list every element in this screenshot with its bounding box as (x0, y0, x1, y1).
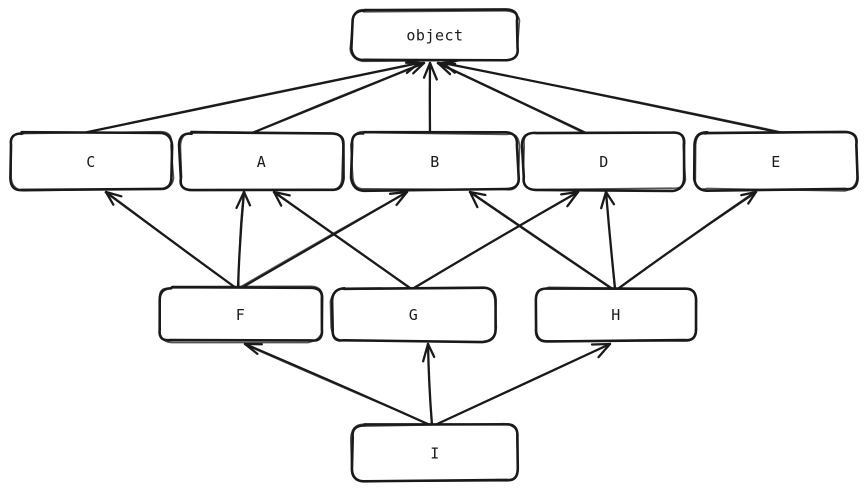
edge-F-to-A (235, 190, 252, 290)
edge-stroke-sketch (428, 62, 431, 134)
edge-G-to-A (272, 190, 412, 290)
arrowhead-stroke (272, 190, 283, 207)
edge-stroke-sketch (273, 191, 410, 288)
node-label-C: C (86, 153, 96, 171)
edge-H-to-B (468, 190, 613, 290)
node-object[interactable]: object (349, 8, 521, 63)
arrowhead-stroke (104, 190, 115, 206)
edge-H-to-D (600, 190, 617, 290)
edge-I-to-H (433, 342, 612, 427)
node-box-sketch (9, 130, 175, 192)
edge-stroke-sketch (470, 191, 612, 288)
node-A[interactable]: A (177, 130, 345, 192)
edge-stroke-sketch (83, 61, 421, 134)
arrowhead-stroke (560, 190, 580, 196)
edge-stroke-sketch (433, 343, 611, 426)
arrowhead-stroke (428, 61, 438, 81)
node-box-sketch (535, 286, 698, 342)
edge-D-to-object (436, 61, 588, 135)
edge-F-to-C (104, 190, 238, 290)
node-box-sketch (349, 130, 521, 191)
arrowhead-stroke (243, 342, 259, 355)
node-box (158, 285, 324, 342)
node-label-E: E (771, 153, 781, 171)
edge-stroke-sketch (239, 191, 407, 288)
node-box-sketch (694, 131, 858, 192)
node-label-object: object (406, 27, 463, 45)
edge-stroke (468, 190, 613, 290)
node-label-H: H (611, 306, 621, 324)
node-box-sketch (349, 8, 521, 63)
arrowhead-stroke (235, 190, 246, 210)
node-G[interactable]: G (329, 286, 498, 344)
node-H[interactable]: H (534, 286, 698, 343)
arrowhead-stroke (426, 342, 436, 359)
node-box-sketch (158, 285, 324, 344)
arrowhead-stroke (604, 190, 616, 206)
arrowhead-stroke (468, 190, 479, 209)
edge-stroke (81, 61, 421, 135)
edge-stroke-sketch (436, 63, 586, 135)
node-D[interactable]: D (520, 131, 687, 193)
edge-stroke-sketch (104, 191, 237, 289)
arrowhead-stroke (272, 190, 291, 197)
node-label-B: B (430, 153, 440, 171)
node-label-F: F (236, 306, 246, 324)
arrowhead-stroke (436, 61, 452, 76)
arrowhead-stroke (422, 61, 432, 79)
edge-G-to-D (412, 190, 580, 290)
arrowhead-stroke (412, 61, 426, 75)
edge-H-to-E (617, 190, 758, 290)
node-label-A: A (257, 153, 267, 171)
node-I[interactable]: I (349, 422, 520, 483)
node-label-I: I (430, 445, 440, 463)
edge-F-to-B (239, 190, 409, 290)
edge-I-to-G (421, 342, 436, 427)
node-C[interactable]: C (9, 130, 175, 192)
edge-I-to-F (243, 342, 432, 427)
node-label-D: D (599, 153, 609, 171)
edge-stroke-sketch (244, 344, 431, 426)
node-label-G: G (409, 306, 419, 324)
edges-layer (81, 58, 784, 427)
edge-stroke-sketch (618, 190, 756, 290)
arrowhead-stroke (597, 342, 612, 359)
edge-stroke-sketch (238, 191, 245, 289)
edge-stroke-sketch (605, 190, 615, 289)
arrowhead-stroke (740, 190, 758, 197)
edge-stroke-sketch (252, 62, 425, 134)
node-E[interactable]: E (692, 130, 859, 192)
node-box-sketch (522, 131, 687, 191)
arrowhead-stroke (600, 190, 608, 210)
edge-stroke (436, 61, 588, 135)
arrowhead-stroke (566, 190, 580, 208)
arrowhead-stroke (395, 190, 409, 207)
edge-stroke-sketch (443, 62, 784, 133)
arrowhead-stroke (104, 190, 123, 198)
edge-E-to-object (441, 58, 784, 135)
edge-stroke-sketch (414, 191, 580, 288)
arrowhead-stroke (468, 190, 487, 197)
arrowhead-stroke (747, 190, 758, 205)
node-box-sketch (329, 287, 498, 343)
node-box-sketch (179, 130, 344, 191)
node-F[interactable]: F (158, 285, 324, 344)
edge-C-to-object (81, 58, 421, 135)
edge-B-to-object (422, 61, 438, 135)
arrowhead-stroke (421, 342, 430, 363)
arrowhead-stroke (242, 190, 252, 207)
edge-stroke-sketch (427, 342, 433, 426)
edge-A-to-object (250, 61, 426, 135)
node-B[interactable]: B (349, 130, 521, 193)
node-box-sketch (349, 422, 519, 483)
arrowhead-stroke (441, 61, 457, 74)
arrowhead-stroke (388, 190, 409, 195)
